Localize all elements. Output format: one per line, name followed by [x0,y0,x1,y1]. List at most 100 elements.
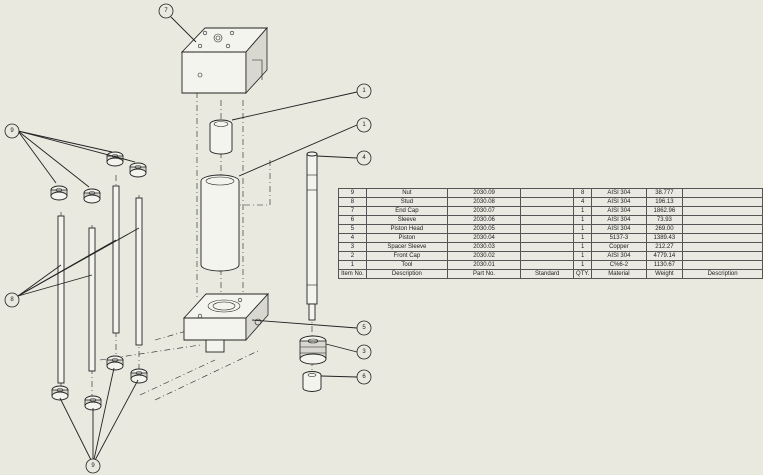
assembly-centerlines [60,92,313,401]
bom-cell: Nut [365,188,448,198]
bom-cell: 2030.08 [446,197,522,207]
bom-cell: Tool [365,260,448,270]
bom-cell: 2 [338,251,367,261]
bom-header-cell: Description [365,269,448,279]
bom-header-cell: Material [591,269,647,279]
bom-cell [682,242,763,252]
bom-cell: 196.13 [645,197,684,207]
front-cap-part [182,292,270,353]
balloon-4: 4 [356,150,372,166]
bom-cell: 2030.04 [446,233,522,243]
bom-cell: 1 [573,233,593,243]
bom-cell: 9 [338,188,367,198]
bom-cell: AISI 304 [591,215,647,225]
svg-text:8: 8 [10,297,14,303]
bom-cell: 1389.43 [645,233,684,243]
bom-header-cell: Item No. [338,269,367,279]
svg-text:9: 9 [91,463,95,469]
balloon-1-lower: 1 [356,117,372,133]
bom-cell: 2030.09 [446,188,522,198]
balloon-1-upper: 1 [356,83,372,99]
piston-rod-part [306,151,318,321]
bom-cell: 5137-3 [591,233,647,243]
stud-parts [57,185,143,384]
balloon-9-left: 9 [4,123,20,139]
bom-cell: End Cap [365,206,448,216]
nut-parts [50,151,148,411]
bom-cell [520,188,575,198]
bom-cell: Stud [365,197,448,207]
bom-cell: 73.93 [645,215,684,225]
bom-cell: 269.00 [645,224,684,234]
bom-cell: 5 [338,224,367,234]
bom-cell: C%6-2 [591,260,647,270]
bom-cell [520,197,575,207]
bom-cell: AISI 304 [591,197,647,207]
bom-cell: Front Cap [365,251,448,261]
bom-cell: 1 [573,215,593,225]
bom-cell: AISI 304 [591,206,647,216]
bom-cell: AISI 304 [591,251,647,261]
bom-header-cell: Description [682,269,763,279]
bom-cell [682,215,763,225]
bom-cell: 4 [338,233,367,243]
bom-cell: 2030.06 [446,215,522,225]
bom-cell [520,260,575,270]
balloon-7: 7 [158,3,174,19]
svg-text:6: 6 [362,374,366,380]
balloon-3: 3 [356,344,372,360]
bom-cell: AISI 304 [591,224,647,234]
bom-header-cell: Part No. [446,269,522,279]
bom-cell: 7 [338,206,367,216]
bom-cell: 212.27 [645,242,684,252]
bom-cell [520,224,575,234]
svg-text:9: 9 [10,128,14,134]
bom-cell: 8 [338,197,367,207]
bom-cell [520,215,575,225]
bom-header-cell: QTY. [573,269,593,279]
bom-cell [682,206,763,216]
bom-cell: 3 [338,242,367,252]
bom-cell: Piston Head [365,224,448,234]
lower-sleeve-part [302,371,322,392]
tube-part [200,174,240,272]
bom-cell [682,188,763,198]
bom-cell [520,206,575,216]
piston-head-part [299,335,327,365]
bom-cell: 6 [338,215,367,225]
bom-cell: Sleeve [365,215,448,225]
bom-cell: AISI 304 [591,188,647,198]
bom-cell: Piston [365,233,448,243]
bom-cell: 2030.07 [446,206,522,216]
bom-header-cell: Standard [520,269,575,279]
bom-cell [682,251,763,261]
bom-cell [682,233,763,243]
svg-text:1: 1 [362,88,366,94]
svg-text:1: 1 [362,122,366,128]
bom-cell: 38.777 [645,188,684,198]
balloon-8: 8 [4,292,20,308]
bom-cell [520,233,575,243]
bom-cell: 2030.02 [446,251,522,261]
bom-cell [520,242,575,252]
leader-lines [17,16,358,465]
small-sleeve-part [209,119,233,155]
bom-cell: Spacer Sleeve [365,242,448,252]
bom-header-cell: Weight [645,269,684,279]
bom-cell [520,251,575,261]
svg-text:3: 3 [362,349,366,355]
bom-cell: 1 [573,260,593,270]
bom-cell: 1 [573,206,593,216]
bom-cell: 2030.05 [446,224,522,234]
bom-cell: 1 [573,224,593,234]
